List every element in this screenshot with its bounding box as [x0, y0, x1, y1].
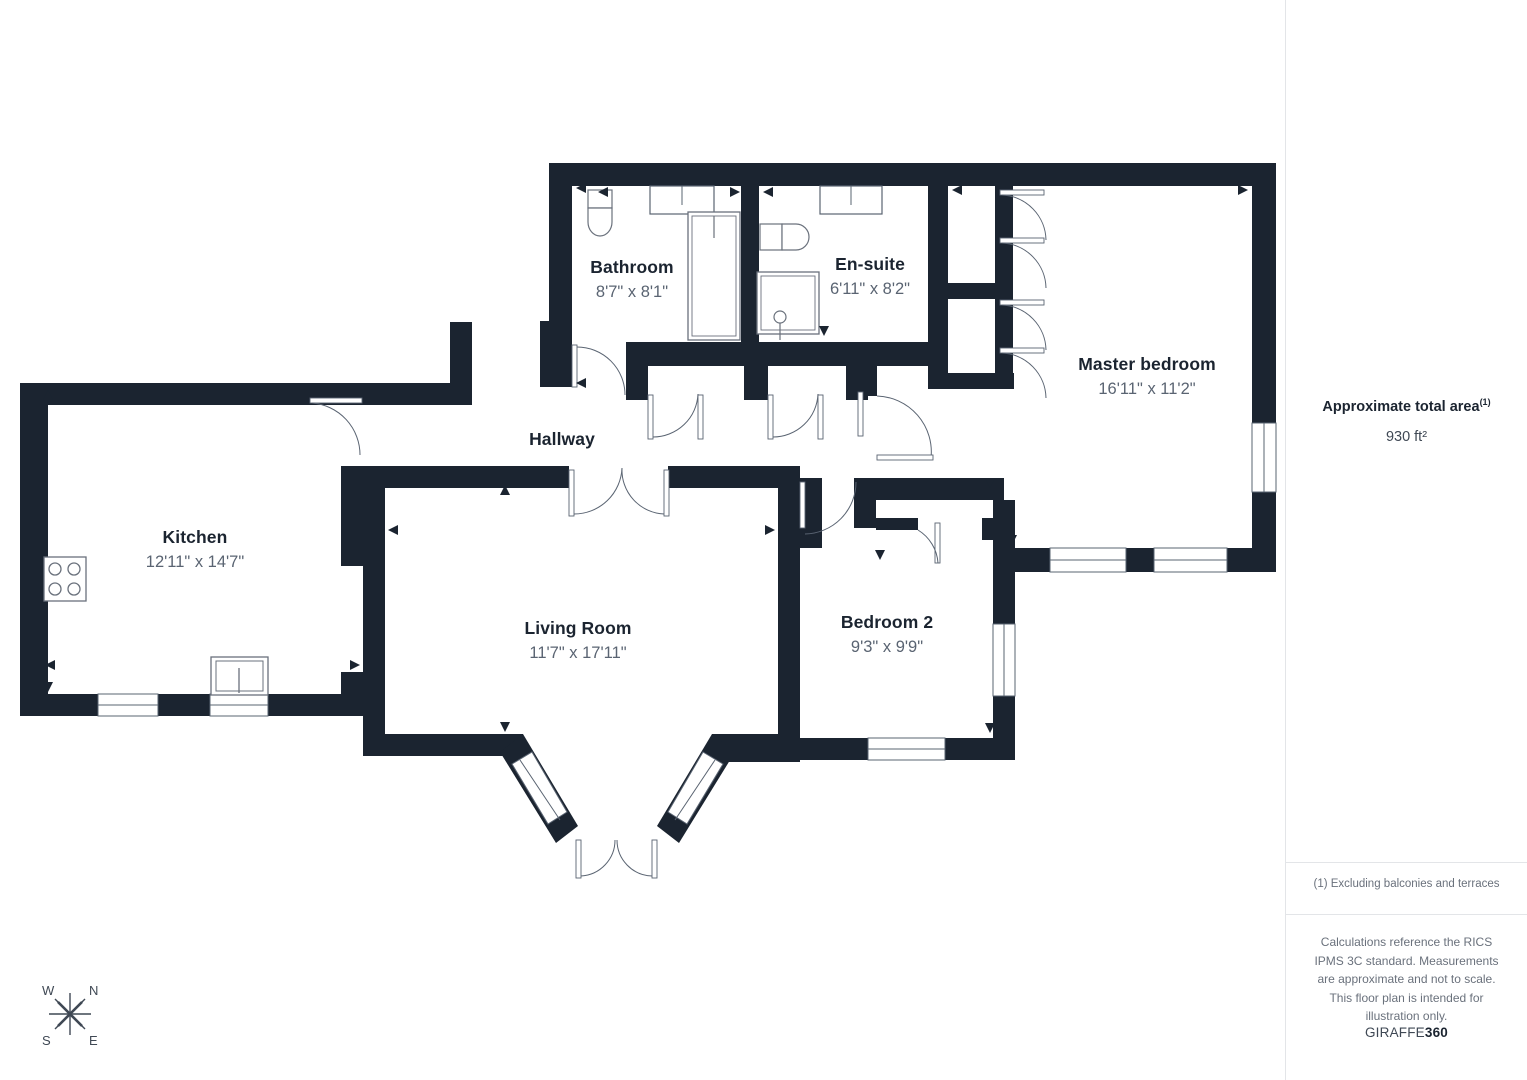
- master-bedroom-door: [857, 391, 934, 461]
- floor-plan-drawing: [20, 163, 1277, 879]
- compass-rose: N W S E: [28, 975, 112, 1053]
- bedroom2-window: [867, 623, 1016, 761]
- total-area-footnote-marker: (1): [1479, 397, 1491, 407]
- top-block-dimension-arrows: [576, 183, 1248, 545]
- living-room-dimension-arrows: [388, 485, 775, 732]
- panel-divider-top: [1286, 862, 1527, 863]
- bedroom2-walls: [800, 478, 1015, 760]
- kitchen-dimension-arrows: [43, 390, 360, 692]
- kitchen-hob-icon: [43, 556, 87, 602]
- total-area-block: Approximate total area(1) 930 ft²: [1286, 396, 1527, 447]
- brand-logo: GIRAFFE360: [1286, 1025, 1527, 1040]
- ensuite-toilet-icon: [759, 223, 810, 251]
- living-room-door: [568, 467, 670, 517]
- panel-divider-bottom: [1286, 914, 1527, 915]
- bedroom2-door: [799, 481, 857, 535]
- top-block-walls: [540, 163, 1276, 572]
- compass-label-east: E: [89, 1033, 98, 1048]
- bedroom2-dimension-arrows: [875, 478, 995, 733]
- master-bedroom-windows: [1049, 422, 1277, 573]
- bathroom-toilet-icon: [587, 189, 613, 237]
- disclaimer-text: Calculations reference the RICS IPMS 3C …: [1314, 935, 1499, 1024]
- compass-label-south: S: [42, 1033, 51, 1048]
- total-area-title: Approximate total area(1): [1286, 396, 1527, 417]
- compass-icon: N W S E: [42, 983, 98, 1048]
- brand-name-suffix: 360: [1424, 1025, 1449, 1040]
- ensuite-window: [819, 185, 883, 215]
- kitchen-windows: [97, 693, 269, 717]
- hallway-door-left: [647, 393, 704, 440]
- living-room-bay-window: [500, 734, 735, 879]
- brand-name-prefix: GIRAFFE: [1364, 1025, 1425, 1040]
- total-area-value: 930 ft²: [1385, 429, 1428, 446]
- cupboard-door: [917, 522, 941, 564]
- compass-label-north: N: [89, 983, 98, 998]
- total-area-title-text: Approximate total area: [1322, 398, 1480, 415]
- info-panel: Approximate total area(1) 930 ft² (1) Ex…: [1285, 0, 1527, 1080]
- compass-label-west: W: [42, 983, 55, 998]
- living-room-walls: [363, 466, 800, 762]
- bathroom-door: [571, 344, 626, 396]
- ensuite-shower-icon: [756, 271, 820, 340]
- hallway-door-right: [767, 393, 824, 440]
- bathroom-window: [649, 185, 715, 215]
- wardrobe-doors: [999, 189, 1047, 399]
- floor-plan-canvas[interactable]: Bathroom 8'7" x 8'1" En-suite 6'11" x 8'…: [0, 0, 1285, 1080]
- bathroom-bath-icon: [687, 211, 741, 341]
- footnote-text: (1) Excluding balconies and terraces: [1313, 878, 1500, 890]
- kitchen-door: [309, 397, 363, 456]
- kitchen-sink-icon: [210, 656, 269, 696]
